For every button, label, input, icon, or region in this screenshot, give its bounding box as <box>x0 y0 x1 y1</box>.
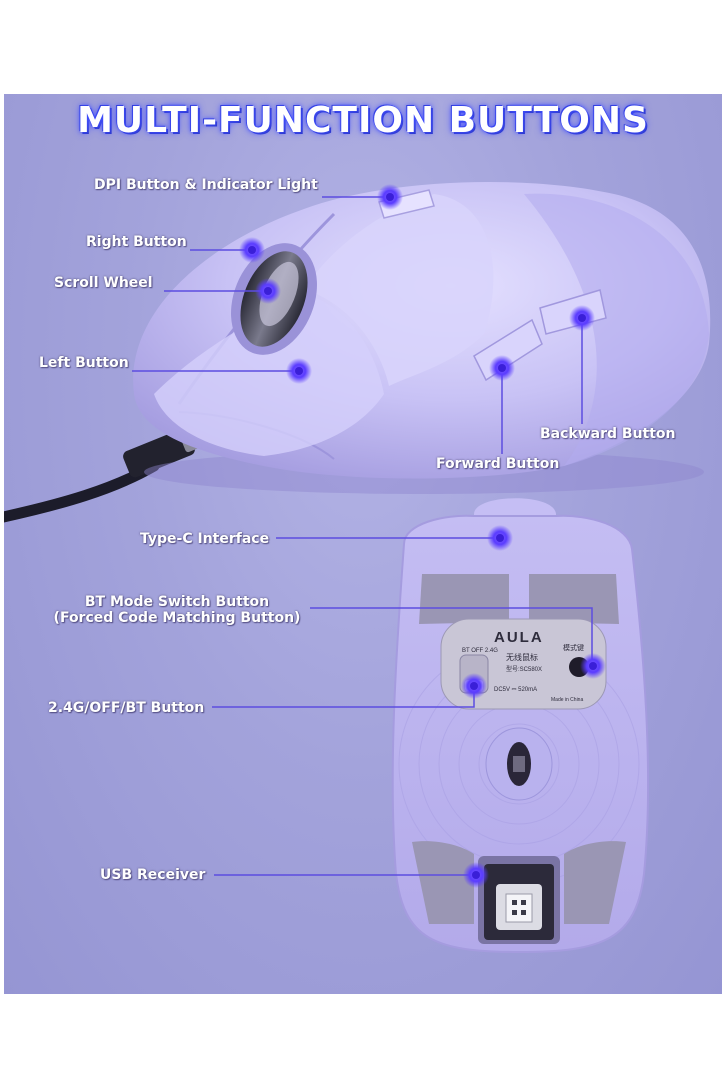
right-button-label: Right Button <box>86 234 187 250</box>
sticker: AULA BT OFF 2.4G 无线鼠标 型号:SC580X 模式键 DC5V… <box>462 629 584 703</box>
sticker-switch-text: BT OFF 2.4G <box>462 648 498 654</box>
mouse-top-view <box>133 182 711 494</box>
product-infographic: MULTI-FUNCTION BUTTONS <box>4 94 722 994</box>
mouse-bottom-view <box>391 498 650 954</box>
mouse-illustration: AULA BT OFF 2.4G 无线鼠标 型号:SC580X 模式键 DC5V… <box>4 182 711 954</box>
sticker-made-in: Made in China <box>551 697 583 703</box>
usb-receiver-label: USB Receiver <box>100 867 206 883</box>
bt-mode-label: BT Mode Switch Button (Forced Code Match… <box>52 594 302 626</box>
callout-markers <box>239 184 606 888</box>
bt-mode-label-line2: (Forced Code Matching Button) <box>53 610 301 626</box>
sticker-model: 型号:SC580X <box>506 665 542 673</box>
backward-button-label: Backward Button <box>540 426 676 442</box>
sticker-power: DC5V ⎓ 520mA <box>494 687 537 693</box>
left-button-label: Left Button <box>39 355 129 371</box>
scroll-wheel-label: Scroll Wheel <box>54 275 153 291</box>
bt-mode-label-line1: BT Mode Switch Button <box>84 594 270 610</box>
dpi-button-label: DPI Button & Indicator Light <box>94 177 318 193</box>
forward-button-label: Forward Button <box>436 456 560 472</box>
type-c-label: Type-C Interface <box>140 531 270 547</box>
page-title: MULTI-FUNCTION BUTTONS <box>77 100 649 141</box>
mode-switch-label: 2.4G/OFF/BT Button <box>48 700 205 716</box>
sticker-product: 无线鼠标 <box>506 652 538 662</box>
sticker-brand: AULA <box>494 629 544 646</box>
sticker-mode-key: 模式键 <box>563 643 584 652</box>
